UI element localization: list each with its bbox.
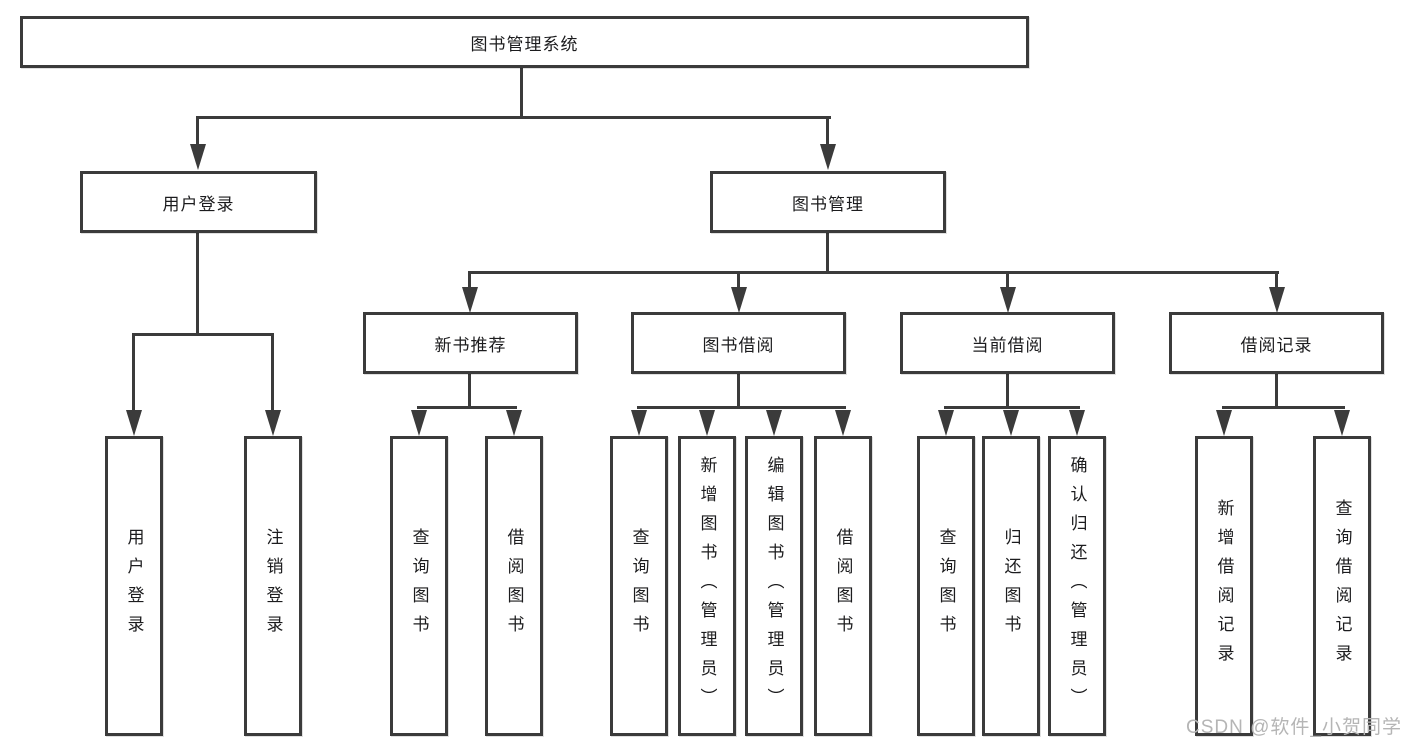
node-borrow-records: 借阅记录 xyxy=(1169,312,1384,374)
csdn-watermark: CSDN @软件_小贺同学 xyxy=(1186,717,1402,738)
node-user-login: 用户登录 xyxy=(80,171,317,233)
connector-line xyxy=(468,374,471,409)
leaf-query-books: 查询图书 xyxy=(917,436,975,736)
arrow-down-icon xyxy=(190,144,206,170)
arrow-down-icon xyxy=(462,287,478,313)
node-new-book-recommend: 新书推荐 xyxy=(363,312,578,374)
node-book-borrow: 图书借阅 xyxy=(631,312,846,374)
leaf-query-borrow-record: 查询借阅记录 xyxy=(1313,436,1371,736)
arrow-down-icon xyxy=(835,410,851,436)
connector-line xyxy=(1006,271,1009,289)
connector-line xyxy=(196,116,831,119)
arrow-down-icon xyxy=(1003,410,1019,436)
leaf-logout: 注销登录 xyxy=(244,436,302,736)
arrow-down-icon xyxy=(699,410,715,436)
arrow-down-icon xyxy=(938,410,954,436)
leaf-confirm-return-admin: 确认归还（管理员） xyxy=(1048,436,1106,736)
arrow-down-icon xyxy=(731,287,747,313)
arrow-down-icon xyxy=(126,410,142,436)
connector-line xyxy=(944,406,1080,409)
connector-line xyxy=(1275,271,1278,289)
leaf-return-books: 归还图书 xyxy=(982,436,1040,736)
arrow-down-icon xyxy=(766,410,782,436)
connector-line xyxy=(1222,406,1345,409)
arrow-down-icon xyxy=(411,410,427,436)
leaf-user-login: 用户登录 xyxy=(105,436,163,736)
connector-line xyxy=(737,271,740,289)
connector-line xyxy=(132,333,135,413)
node-root-system: 图书管理系统 xyxy=(20,16,1029,68)
leaf-borrow-books: 借阅图书 xyxy=(485,436,543,736)
connector-line xyxy=(737,374,740,409)
leaf-borrow-books: 借阅图书 xyxy=(814,436,872,736)
connector-line xyxy=(271,333,274,413)
connector-line xyxy=(826,233,829,274)
arrow-down-icon xyxy=(631,410,647,436)
arrow-down-icon xyxy=(1269,287,1285,313)
connector-line xyxy=(196,233,199,336)
connector-line xyxy=(1006,374,1009,409)
connector-line xyxy=(196,116,199,148)
arrow-down-icon xyxy=(506,410,522,436)
connector-line xyxy=(417,406,517,409)
leaf-edit-books-admin: 编辑图书（管理员） xyxy=(745,436,803,736)
leaf-query-books: 查询图书 xyxy=(390,436,448,736)
arrow-down-icon xyxy=(820,144,836,170)
arrow-down-icon xyxy=(1069,410,1085,436)
arrow-down-icon xyxy=(265,410,281,436)
arrow-down-icon xyxy=(1216,410,1232,436)
connector-line xyxy=(132,333,274,336)
node-current-borrow: 当前借阅 xyxy=(900,312,1115,374)
arrow-down-icon xyxy=(1334,410,1350,436)
leaf-add-borrow-record: 新增借阅记录 xyxy=(1195,436,1253,736)
node-book-management: 图书管理 xyxy=(710,171,946,233)
leaf-add-books-admin: 新增图书（管理员） xyxy=(678,436,736,736)
connector-line xyxy=(826,116,829,148)
connector-line xyxy=(468,271,1279,274)
connector-line xyxy=(1275,374,1278,409)
arrow-down-icon xyxy=(1000,287,1016,313)
connector-line xyxy=(637,406,846,409)
leaf-query-books: 查询图书 xyxy=(610,436,668,736)
connector-line xyxy=(520,68,523,119)
connector-line xyxy=(468,271,471,289)
